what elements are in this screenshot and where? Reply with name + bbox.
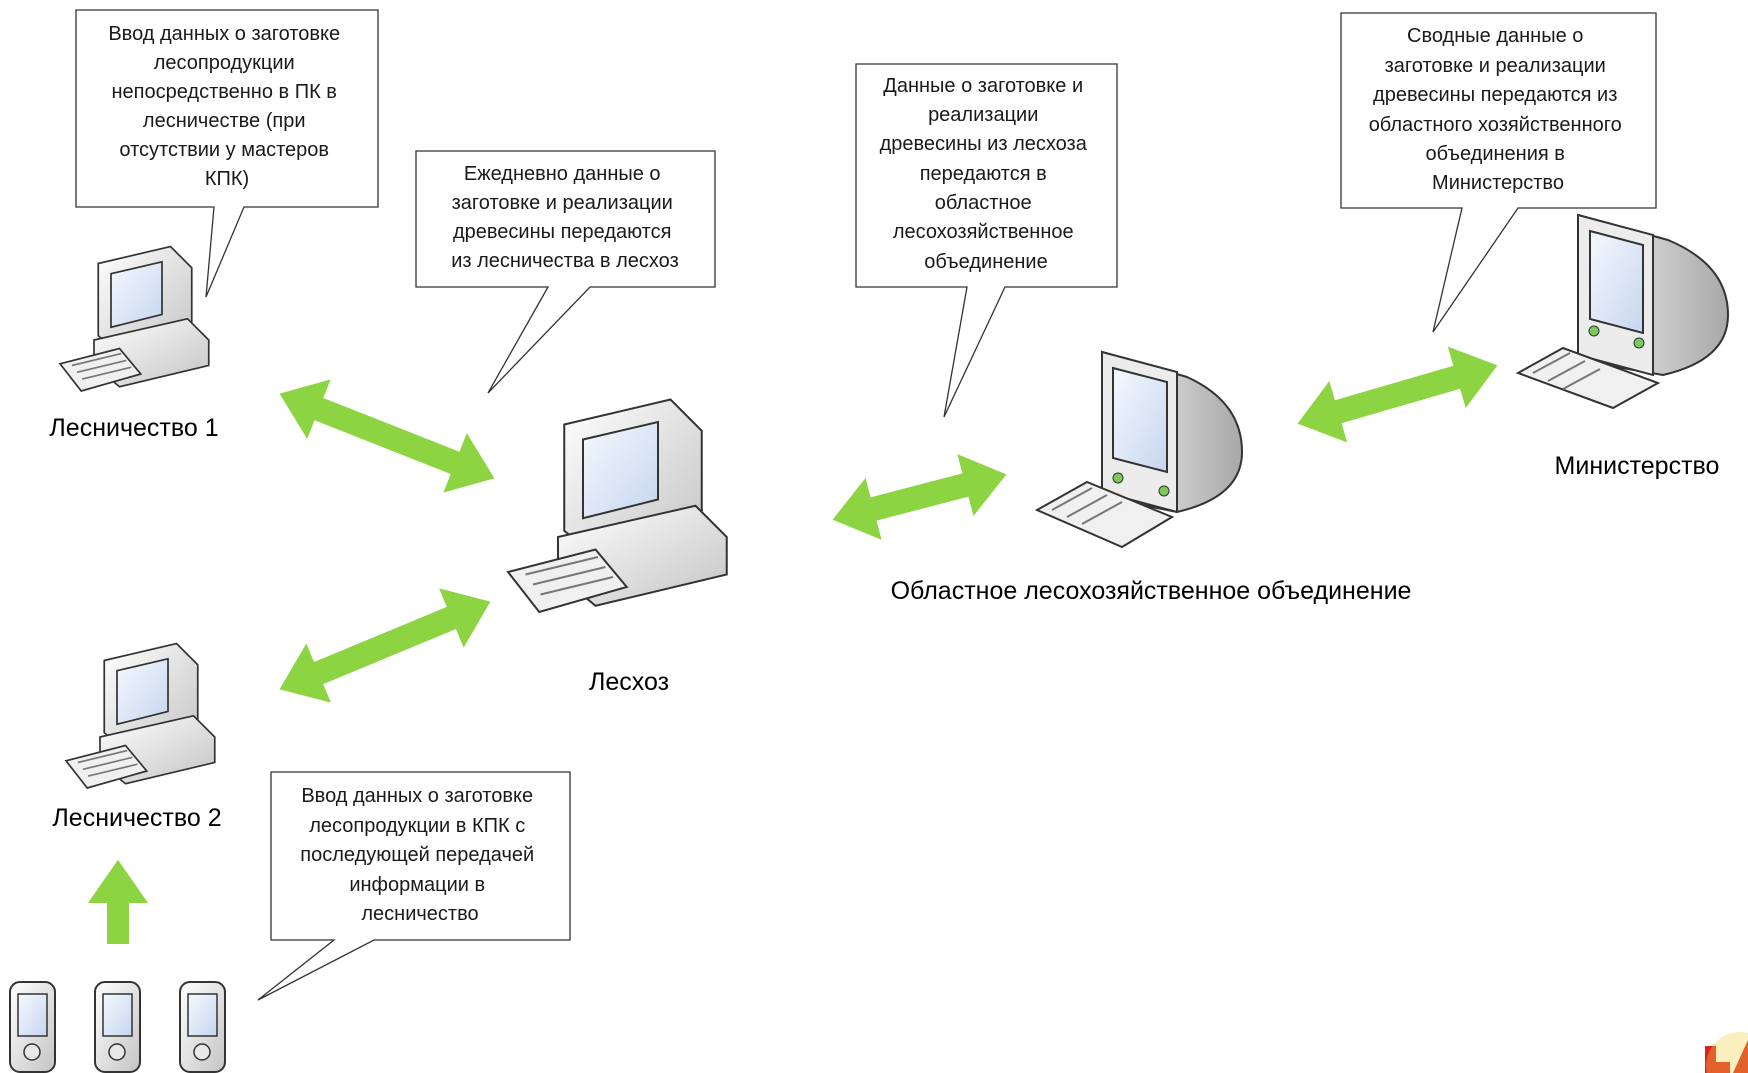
forestry2-label: Лесничество 2	[52, 804, 221, 832]
arrow-pda-to-forestry2	[84, 856, 152, 946]
regional-label: Областное лесохозяйственное объединение	[891, 577, 1412, 605]
arrow-forestry1-leskhoz	[276, 376, 498, 496]
callout-text: Ежедневно данные о заготовке и реализаци…	[451, 163, 679, 272]
forestry1-label: Лесничество 1	[49, 414, 218, 442]
logo-icon	[1705, 1032, 1748, 1073]
callout-daily-transfer: Ежедневно данные о заготовке и реализаци…	[415, 150, 716, 394]
pda-icon	[94, 981, 141, 1073]
callout-pda-entry: Ввод данных о заготовке лесопродукции в …	[257, 771, 571, 1001]
arrows	[84, 343, 1501, 946]
forestry2-computer-icon	[64, 642, 216, 789]
ministry-label: Министерство	[1555, 452, 1720, 480]
leskhoz-label: Лесхоз	[589, 668, 669, 696]
callout-text: Данные о заготовке и реализации древесин…	[880, 75, 1093, 273]
pda-icon	[9, 981, 56, 1073]
pda-icon	[179, 981, 226, 1073]
forestry1-computer-icon	[58, 245, 210, 392]
arrow-forestry2-leskhoz	[276, 585, 494, 706]
callout-forestry-pc-entry: Ввод данных о заготовке лесопродукции не…	[75, 9, 379, 298]
arrow-leskhoz-regional	[829, 450, 1010, 544]
callout-text: Ввод данных о заготовке лесопродукции не…	[108, 23, 345, 190]
callout-text: Ввод данных о заготовке лесопродукции в …	[300, 785, 539, 925]
arrow-regional-ministry	[1294, 343, 1501, 446]
callout-regional-to-ministry: Сводные данные о заготовке и реализации …	[1340, 12, 1657, 333]
leskhoz-computer-icon	[506, 398, 728, 614]
ministry-computer-icon	[1515, 213, 1730, 410]
callout-leskhoz-to-regional: Данные о заготовке и реализации древесин…	[855, 63, 1118, 418]
callout-text: Сводные данные о заготовке и реализации …	[1369, 25, 1628, 194]
regional-computer-icon	[1034, 350, 1244, 549]
